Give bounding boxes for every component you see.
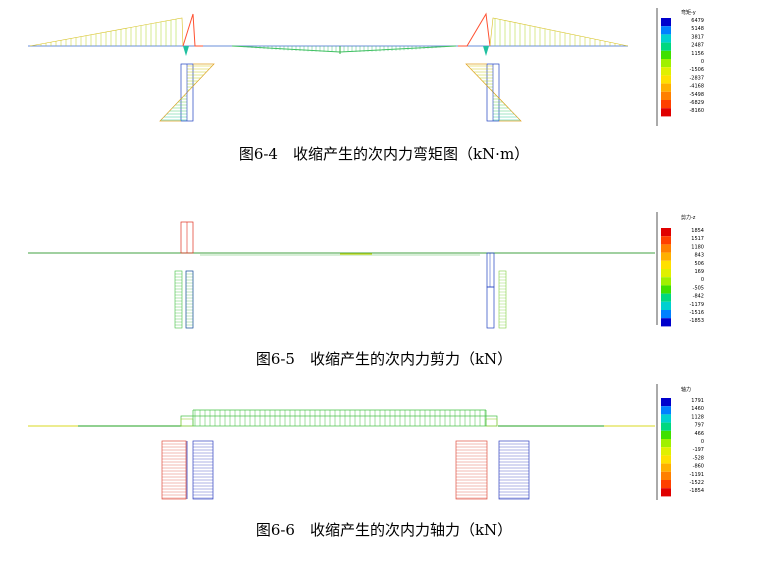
- shear-legend-title: 剪力-z: [681, 214, 696, 221]
- legend-value: 1854: [691, 228, 704, 234]
- legend-value: 1156: [691, 51, 704, 57]
- legend-value: 0: [701, 277, 704, 283]
- moment-right-span: [458, 12, 629, 56]
- legend-swatch: [661, 236, 671, 245]
- legend-swatch: [661, 447, 671, 456]
- shear-diagram: [28, 221, 655, 329]
- legend-value: 3817: [691, 34, 704, 40]
- legend-swatch: [661, 50, 671, 59]
- legend-swatch: [661, 269, 671, 278]
- legend-swatch: [661, 480, 671, 489]
- legend-value: -5498: [689, 92, 704, 98]
- legend-swatch: [661, 75, 671, 84]
- legend-value: -1853: [689, 318, 704, 324]
- shear-legend: 剪力-z 1854 1517 1180 843 506 169 0 -505 -842 -1179…: [656, 212, 704, 327]
- legend-swatch: [661, 18, 671, 27]
- legend-value: 6479: [691, 18, 704, 24]
- axial-diagram: [28, 409, 655, 500]
- legend-value: 506: [694, 261, 704, 267]
- legend-swatch: [661, 414, 671, 423]
- legend-swatch: [661, 83, 671, 92]
- legend-swatch: [661, 67, 671, 76]
- caption-fig-6-6: 图6-6 收缩产生的次内力轴力（kN）: [255, 521, 513, 539]
- legend-value: -6829: [689, 100, 704, 106]
- legend-value: -1179: [689, 302, 704, 308]
- legend-value: 1180: [691, 244, 704, 250]
- legend-swatch: [661, 488, 671, 497]
- legend-swatch: [661, 260, 671, 269]
- legend-swatch: [661, 471, 671, 480]
- legend-value: 0: [701, 59, 704, 65]
- legend-value: -860: [693, 464, 704, 470]
- legend-swatch: [661, 455, 671, 464]
- axial-legend: 轴力 1791 1460 1128 797 466 0 -197 -528 -860 -1191 -…: [656, 384, 704, 500]
- legend-swatch: [661, 42, 671, 51]
- legend-value: 0: [701, 439, 704, 445]
- legend-swatch: [661, 277, 671, 286]
- legend-value: -4168: [689, 84, 704, 90]
- moment-legend-title: 弯矩-y: [681, 9, 696, 16]
- legend-swatch: [661, 293, 671, 302]
- legend-swatch: [661, 439, 671, 448]
- legend-swatch: [661, 285, 671, 294]
- legend-value: -1191: [689, 472, 704, 478]
- legend-swatch: [661, 34, 671, 43]
- legend-value: -1522: [689, 480, 704, 486]
- moment-left-pier: [159, 63, 215, 122]
- axial-legend-title: 轴力: [681, 386, 691, 393]
- legend-value: -2837: [689, 75, 704, 81]
- legend-swatch: [661, 91, 671, 100]
- legend-value: 169: [694, 269, 704, 275]
- legend-swatch: [661, 310, 671, 319]
- caption-fig-6-5: 图6-5 收缩产生的次内力剪力（kN）: [255, 350, 513, 368]
- legend-value: 1460: [691, 406, 704, 412]
- legend-value: -1506: [689, 67, 704, 73]
- legend-swatch: [661, 430, 671, 439]
- legend-swatch: [661, 406, 671, 415]
- legend-value: 2487: [691, 43, 704, 49]
- legend-value: 797: [694, 423, 704, 429]
- legend-value: -8160: [689, 108, 704, 114]
- legend-value: -1854: [689, 488, 704, 494]
- legend-swatch: [661, 398, 671, 407]
- legend-swatch: [661, 252, 671, 261]
- legend-value: -528: [693, 455, 704, 461]
- legend-swatch: [661, 26, 671, 35]
- legend-value: 466: [694, 431, 704, 437]
- legend-value: 1791: [691, 398, 704, 404]
- legend-value: 1128: [691, 414, 704, 420]
- legend-value: 5148: [691, 26, 704, 32]
- legend-value: -505: [693, 285, 704, 291]
- legend-swatch: [661, 422, 671, 431]
- legend-swatch: [661, 301, 671, 310]
- legend-value: -842: [693, 294, 704, 300]
- moment-mid-span: [231, 45, 457, 54]
- legend-swatch: [661, 228, 671, 237]
- caption-fig-6-4: 图6-4 收缩产生的次内力弯矩图（kN·m）: [238, 145, 530, 163]
- moment-left-span: [29, 13, 203, 56]
- legend-swatch: [661, 463, 671, 472]
- legend-value: -197: [693, 447, 704, 453]
- legend-swatch: [661, 108, 671, 117]
- legend-swatch: [661, 100, 671, 109]
- legend-swatch: [661, 244, 671, 253]
- legend-value: -1516: [689, 310, 704, 316]
- legend-value: 843: [694, 253, 704, 259]
- legend-value: 1517: [691, 236, 704, 242]
- moment-right-pier: [465, 63, 522, 122]
- legend-swatch: [661, 59, 671, 68]
- moment-diagram: [28, 12, 629, 122]
- moment-legend: 弯矩-y 6479 5148 3817 2487 1156 0 -1506 -2837 -416…: [656, 8, 704, 126]
- legend-swatch: [661, 318, 671, 327]
